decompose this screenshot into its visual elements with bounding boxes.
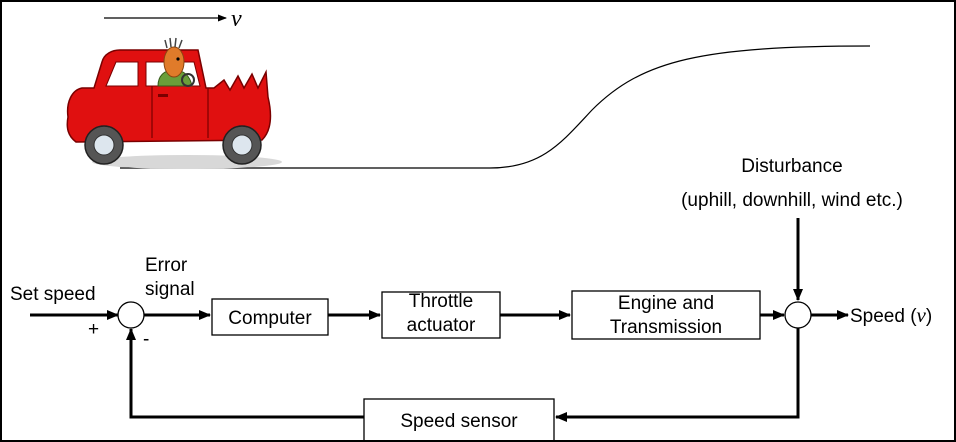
computer-label: Computer <box>228 308 312 329</box>
minus-sign: - <box>143 329 149 350</box>
throttle-actuator-block <box>381 291 501 339</box>
speed-output-label: Speed (v) <box>850 303 932 327</box>
disturbance-label-line2: (uphill, downhill, wind etc.) <box>681 190 903 211</box>
front-wheel <box>222 125 262 165</box>
speed-sensor-block <box>363 398 555 440</box>
engine-label-line2: Transmission <box>610 317 722 338</box>
disturbance-label-line1: Disturbance <box>741 156 842 177</box>
computer-block <box>211 298 329 336</box>
car-rear-window <box>105 61 139 87</box>
summing-junction <box>117 301 145 329</box>
driver-head <box>163 46 185 78</box>
error-label-line2: signal <box>145 279 195 300</box>
driver-hair <box>164 37 183 49</box>
velocity-symbol: v <box>231 6 242 32</box>
engine-label-line1: Engine and <box>618 293 714 314</box>
rear-wheel <box>84 125 124 165</box>
speed-sensor-label: Speed sensor <box>400 411 518 432</box>
throttle-label-line1: Throttle <box>409 291 473 312</box>
error-label-line1: Error <box>145 255 188 276</box>
set-speed-label: Set speed <box>10 284 96 305</box>
driver-eye <box>176 57 180 61</box>
driver-figure <box>157 37 195 87</box>
sensor-return-line <box>129 342 364 419</box>
feedback-line <box>558 328 800 419</box>
road-profile <box>120 45 871 169</box>
steering-wheel <box>181 73 195 87</box>
plus-sign: + <box>88 319 99 340</box>
throttle-label-line2: actuator <box>407 315 476 336</box>
disturbance-junction <box>784 301 812 329</box>
engine-transmission-block <box>571 290 761 340</box>
car-door-handle <box>158 94 168 97</box>
car-illustration <box>66 37 282 169</box>
